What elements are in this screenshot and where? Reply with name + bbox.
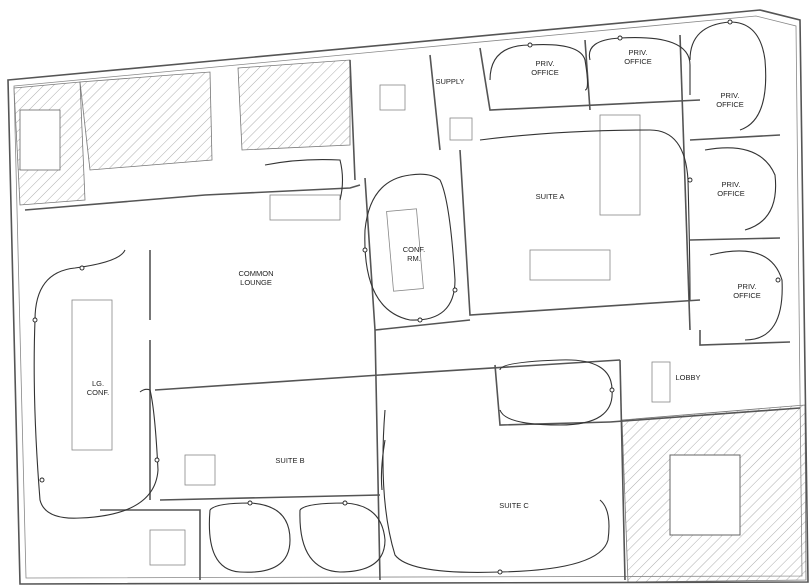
room-label-priv-office: OFFICE: [716, 100, 744, 109]
room-label-priv-office: PRIV.: [536, 59, 555, 68]
room-label-priv-office: PRIV.: [629, 48, 648, 57]
room-label-priv-office: OFFICE: [531, 68, 559, 77]
room-label-supply: SUPPLY: [435, 77, 464, 86]
room-label-priv-office: PRIV.: [738, 282, 757, 291]
room-label-suite-b: SUITE B: [275, 456, 304, 465]
room-label-priv-office: OFFICE: [717, 189, 745, 198]
walls: [7, 9, 809, 585]
room-label-lobby: LOBBY: [675, 373, 700, 382]
room-label-lg-conf: CONF.: [87, 388, 110, 397]
room-label-priv-office: OFFICE: [733, 291, 761, 300]
room-label-common-lounge: COMMON: [239, 269, 274, 278]
outlet-markers: [32, 19, 781, 575]
room-label-suite-a: SUITE A: [536, 192, 565, 201]
room-labels: COMMON LOUNGE LG. CONF. CONF. RM. SUPPLY…: [87, 48, 761, 510]
room-label-conf-rm: RM.: [407, 254, 421, 263]
circuits: [33, 21, 783, 573]
room-label-priv-office: OFFICE: [624, 57, 652, 66]
room-label-suite-c: SUITE C: [499, 501, 529, 510]
room-label-priv-office: PRIV.: [721, 91, 740, 100]
room-label-priv-office: PRIV.: [722, 180, 741, 189]
hatched-areas: [13, 59, 807, 583]
room-label-conf-rm: CONF.: [403, 245, 426, 254]
room-label-common-lounge: LOUNGE: [240, 278, 272, 287]
room-label-lg-conf: LG.: [92, 379, 104, 388]
